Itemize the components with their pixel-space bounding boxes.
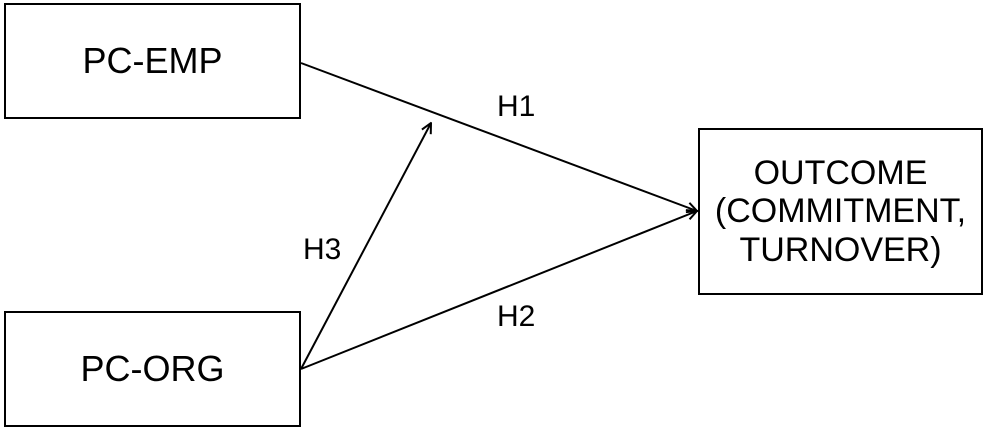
- outcome-detail-line-1: (COMMITMENT,: [714, 192, 967, 231]
- arrow-h2-org-to-outcome: [300, 211, 697, 370]
- outcome-detail-line-2: TURNOVER): [739, 230, 942, 269]
- outcome-title: OUTCOME: [753, 154, 928, 193]
- pc-emp-box: PC-EMP: [4, 3, 301, 119]
- outcome-box: OUTCOME (COMMITMENT, TURNOVER): [698, 128, 983, 295]
- pc-org-label: PC-ORG: [80, 348, 225, 390]
- hypothesis-h1-label: H1: [497, 90, 536, 123]
- pc-org-box: PC-ORG: [4, 311, 301, 427]
- arrow-h1-emp-to-outcome: [300, 62, 697, 211]
- hypothesis-h3-label: H3: [303, 233, 342, 266]
- arrow-h3-moderation: [300, 123, 431, 370]
- pc-emp-label: PC-EMP: [82, 40, 223, 82]
- hypothesis-h2-label: H2: [497, 300, 536, 333]
